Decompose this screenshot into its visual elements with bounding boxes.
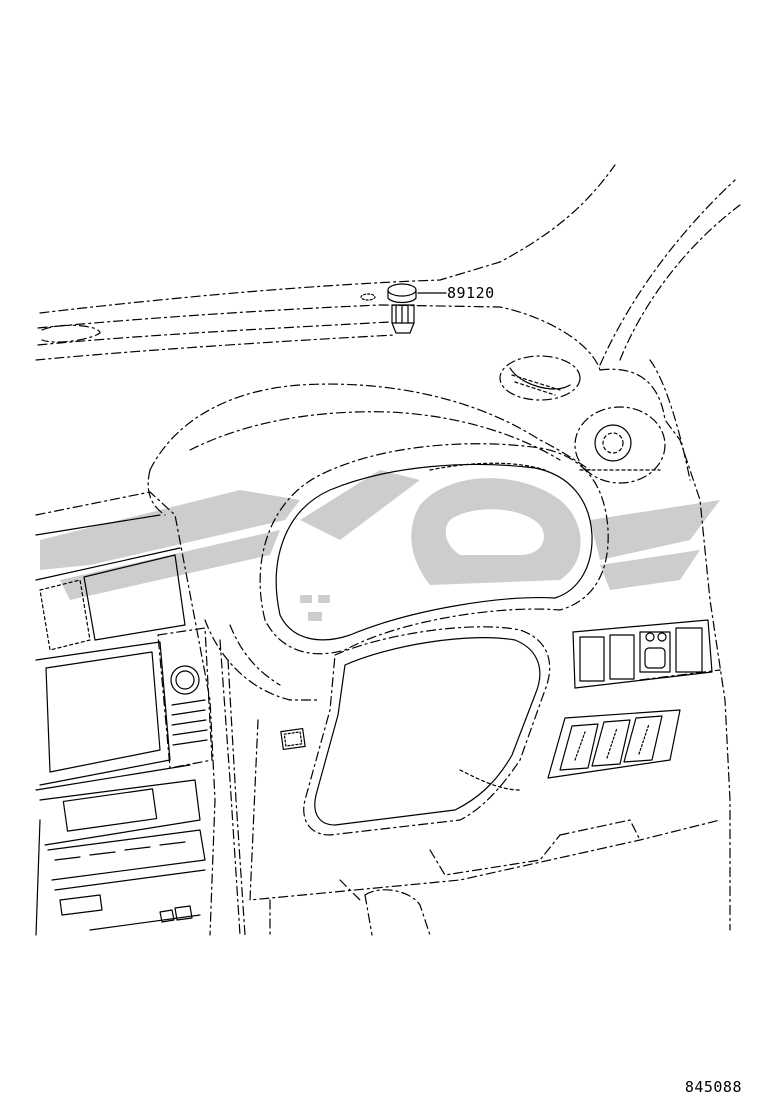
- vent-right: [575, 407, 665, 483]
- hazard-button: [281, 729, 305, 750]
- dashboard-top: [36, 305, 730, 930]
- a-pillar-lines: [220, 640, 245, 935]
- switch-panel-upper: [573, 620, 712, 688]
- center-knob-column: [158, 628, 212, 768]
- cluster-hood: [148, 384, 590, 515]
- lower-dash-panel: [205, 620, 720, 935]
- vent-left: [500, 356, 580, 400]
- watermark-logo: [40, 470, 720, 621]
- center-stack: [36, 492, 215, 935]
- part-number-label: 89120: [447, 284, 495, 302]
- sensor-part: [361, 284, 416, 333]
- steering-column: [304, 627, 550, 835]
- windshield-outline: [40, 165, 740, 365]
- switch-panel-lower: [548, 710, 680, 778]
- instrument-cluster-bezel: [260, 444, 608, 654]
- figure-id-label: 845088: [684, 1078, 742, 1096]
